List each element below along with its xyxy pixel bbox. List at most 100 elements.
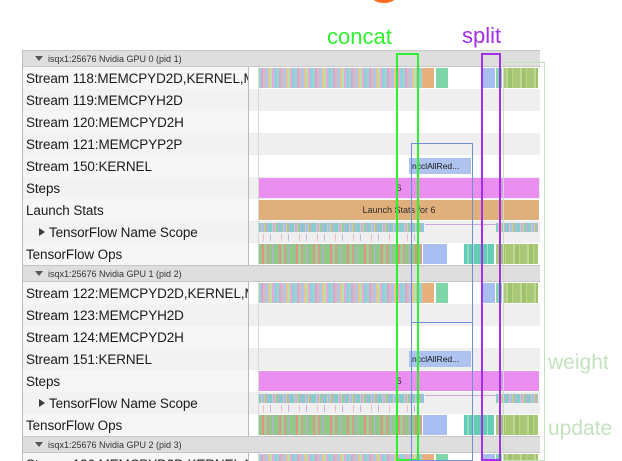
timeline-bar[interactable] (423, 244, 447, 264)
timeline-bar[interactable] (496, 68, 502, 88)
timeline-bar[interactable] (422, 283, 434, 303)
track-row[interactable]: TensorFlow Name Scope (23, 221, 540, 243)
steps-bar[interactable]: 6 (259, 371, 539, 391)
track-row[interactable]: Stream 123:MEMCPYH2D (23, 304, 540, 326)
row-label: Stream 124:MEMCPYD2H (26, 329, 184, 345)
timeline-bar[interactable] (496, 244, 538, 264)
track-row[interactable]: TensorFlow Name Scope (23, 392, 540, 414)
row-track[interactable]: 6 (249, 177, 540, 199)
row-label-cell[interactable]: Stream 119:MEMCPYH2D (23, 89, 249, 111)
row-track[interactable]: ncclAllRed... (249, 155, 540, 177)
row-label-cell[interactable]: Stream 124:MEMCPYD2H (23, 326, 249, 348)
chevron-down-icon[interactable] (35, 56, 43, 61)
timeline-bar[interactable] (496, 223, 538, 232)
row-label-cell[interactable]: TensorFlow Name Scope (23, 221, 249, 243)
track-row[interactable]: Stream 126:MEMCPYD2D,KERNEL,MI (23, 453, 540, 461)
row-track[interactable] (249, 221, 540, 243)
row-track[interactable] (249, 453, 540, 461)
timeline-bar[interactable] (496, 283, 502, 303)
row-label-cell[interactable]: Stream 121:MEMCPYP2P (23, 133, 249, 155)
track-row[interactable]: Steps 6 (23, 370, 540, 392)
nccl-allreduce-bar[interactable]: ncclAllRed... (409, 158, 471, 174)
row-track[interactable] (249, 111, 540, 133)
row-track[interactable]: ncclAllRed... (249, 348, 540, 370)
timeline-bar[interactable] (464, 415, 494, 435)
timeline-bar[interactable] (483, 68, 495, 88)
timeline-bar[interactable] (436, 68, 448, 88)
row-track[interactable]: 6 (249, 370, 540, 392)
nccl-allreduce-bar[interactable]: ncclAllRed... (409, 351, 471, 367)
row-label-cell[interactable]: TensorFlow Name Scope (23, 392, 249, 414)
chevron-down-icon[interactable] (35, 271, 43, 276)
timeline-bar[interactable] (483, 283, 495, 303)
track-row[interactable]: Stream 124:MEMCPYD2H (23, 326, 540, 348)
row-track[interactable] (249, 67, 540, 89)
row-label-cell[interactable]: Stream 122:MEMCPYD2D,KERNEL,MI (23, 282, 249, 304)
chevron-right-icon[interactable] (39, 399, 45, 407)
row-label: Launch Stats (26, 202, 104, 218)
trace-panel[interactable]: isqx1:25676 Nvidia GPU 0 (pid 1)Stream 1… (22, 50, 540, 461)
timeline-bar[interactable] (496, 454, 502, 461)
timeline-bar[interactable] (259, 244, 422, 264)
track-row[interactable]: Stream 122:MEMCPYD2D,KERNEL,MI (23, 282, 540, 304)
timeline-bar[interactable] (436, 283, 448, 303)
group-header[interactable]: isqx1:25676 Nvidia GPU 1 (pid 2) (23, 265, 540, 282)
timeline-bar[interactable] (422, 454, 434, 461)
row-track[interactable] (249, 326, 540, 348)
timeline-bar[interactable] (423, 415, 447, 435)
timeline-bar[interactable] (464, 244, 494, 264)
row-track[interactable] (249, 89, 540, 111)
timeline-bar[interactable] (259, 454, 422, 461)
timeline-bar[interactable] (483, 454, 495, 461)
track-row[interactable]: Stream 150:KERNEL ncclAllRed... (23, 155, 540, 177)
chevron-down-icon[interactable] (35, 442, 43, 447)
row-track[interactable] (249, 282, 540, 304)
row-label: TensorFlow Ops (26, 246, 123, 262)
timeline-bar[interactable] (436, 454, 448, 461)
row-track[interactable] (249, 392, 540, 414)
row-label-cell[interactable]: Steps (23, 177, 249, 199)
row-track[interactable] (249, 414, 540, 436)
timeline-bar[interactable] (503, 454, 538, 461)
track-row[interactable]: Stream 119:MEMCPYH2D (23, 89, 540, 111)
timeline-bar[interactable] (496, 394, 538, 403)
timeline-bar[interactable] (422, 68, 434, 88)
track-row[interactable]: Steps 6 (23, 177, 540, 199)
timeline-bar[interactable] (259, 68, 422, 88)
track-row[interactable]: Stream 151:KERNEL ncclAllRed... (23, 348, 540, 370)
track-row[interactable]: Launch Stats Launch Stats for 6 (23, 199, 540, 221)
row-label-cell[interactable]: Stream 126:MEMCPYD2D,KERNEL,MI (23, 453, 249, 461)
row-label-cell[interactable]: Stream 118:MEMCPYD2D,KERNEL,ME (23, 67, 249, 89)
track-row[interactable]: Stream 118:MEMCPYD2D,KERNEL,ME (23, 67, 540, 89)
steps-bar[interactable]: 6 (259, 178, 539, 198)
row-track[interactable] (249, 304, 540, 326)
row-label-cell[interactable]: Stream 150:KERNEL (23, 155, 249, 177)
row-label-cell[interactable]: Stream 120:MEMCPYD2H (23, 111, 249, 133)
timeline-bar[interactable] (503, 68, 538, 88)
track-row[interactable]: Stream 120:MEMCPYD2H (23, 111, 540, 133)
timeline-bar[interactable] (259, 283, 422, 303)
row-label: Stream 151:KERNEL (26, 351, 152, 367)
row-track[interactable] (249, 243, 540, 265)
row-label-cell[interactable]: TensorFlow Ops (23, 414, 249, 436)
track-row[interactable]: Stream 121:MEMCPYP2P (23, 133, 540, 155)
row-track[interactable] (249, 133, 540, 155)
group-header[interactable]: isqx1:25676 Nvidia GPU 0 (pid 1) (23, 50, 540, 67)
timeline-bar[interactable] (503, 283, 538, 303)
group-header[interactable]: isqx1:25676 Nvidia GPU 2 (pid 3) (23, 436, 540, 453)
row-label-cell[interactable]: Stream 123:MEMCPYH2D (23, 304, 249, 326)
name-scope-bar[interactable] (259, 223, 424, 232)
row-label-cell[interactable]: Steps (23, 370, 249, 392)
name-scope-bar[interactable] (259, 394, 424, 403)
row-label-cell[interactable]: TensorFlow Ops (23, 243, 249, 265)
timeline-bar[interactable] (259, 415, 422, 435)
chevron-right-icon[interactable] (39, 228, 45, 236)
bar-label: Launch Stats for 6 (362, 205, 436, 215)
timeline-bar[interactable] (496, 415, 538, 435)
row-track[interactable]: Launch Stats for 6 (249, 199, 540, 221)
track-row[interactable]: TensorFlow Ops (23, 414, 540, 436)
track-row[interactable]: TensorFlow Ops (23, 243, 540, 265)
launch-stats-bar[interactable]: Launch Stats for 6 (259, 200, 539, 220)
row-label-cell[interactable]: Stream 151:KERNEL (23, 348, 249, 370)
row-label-cell[interactable]: Launch Stats (23, 199, 249, 221)
